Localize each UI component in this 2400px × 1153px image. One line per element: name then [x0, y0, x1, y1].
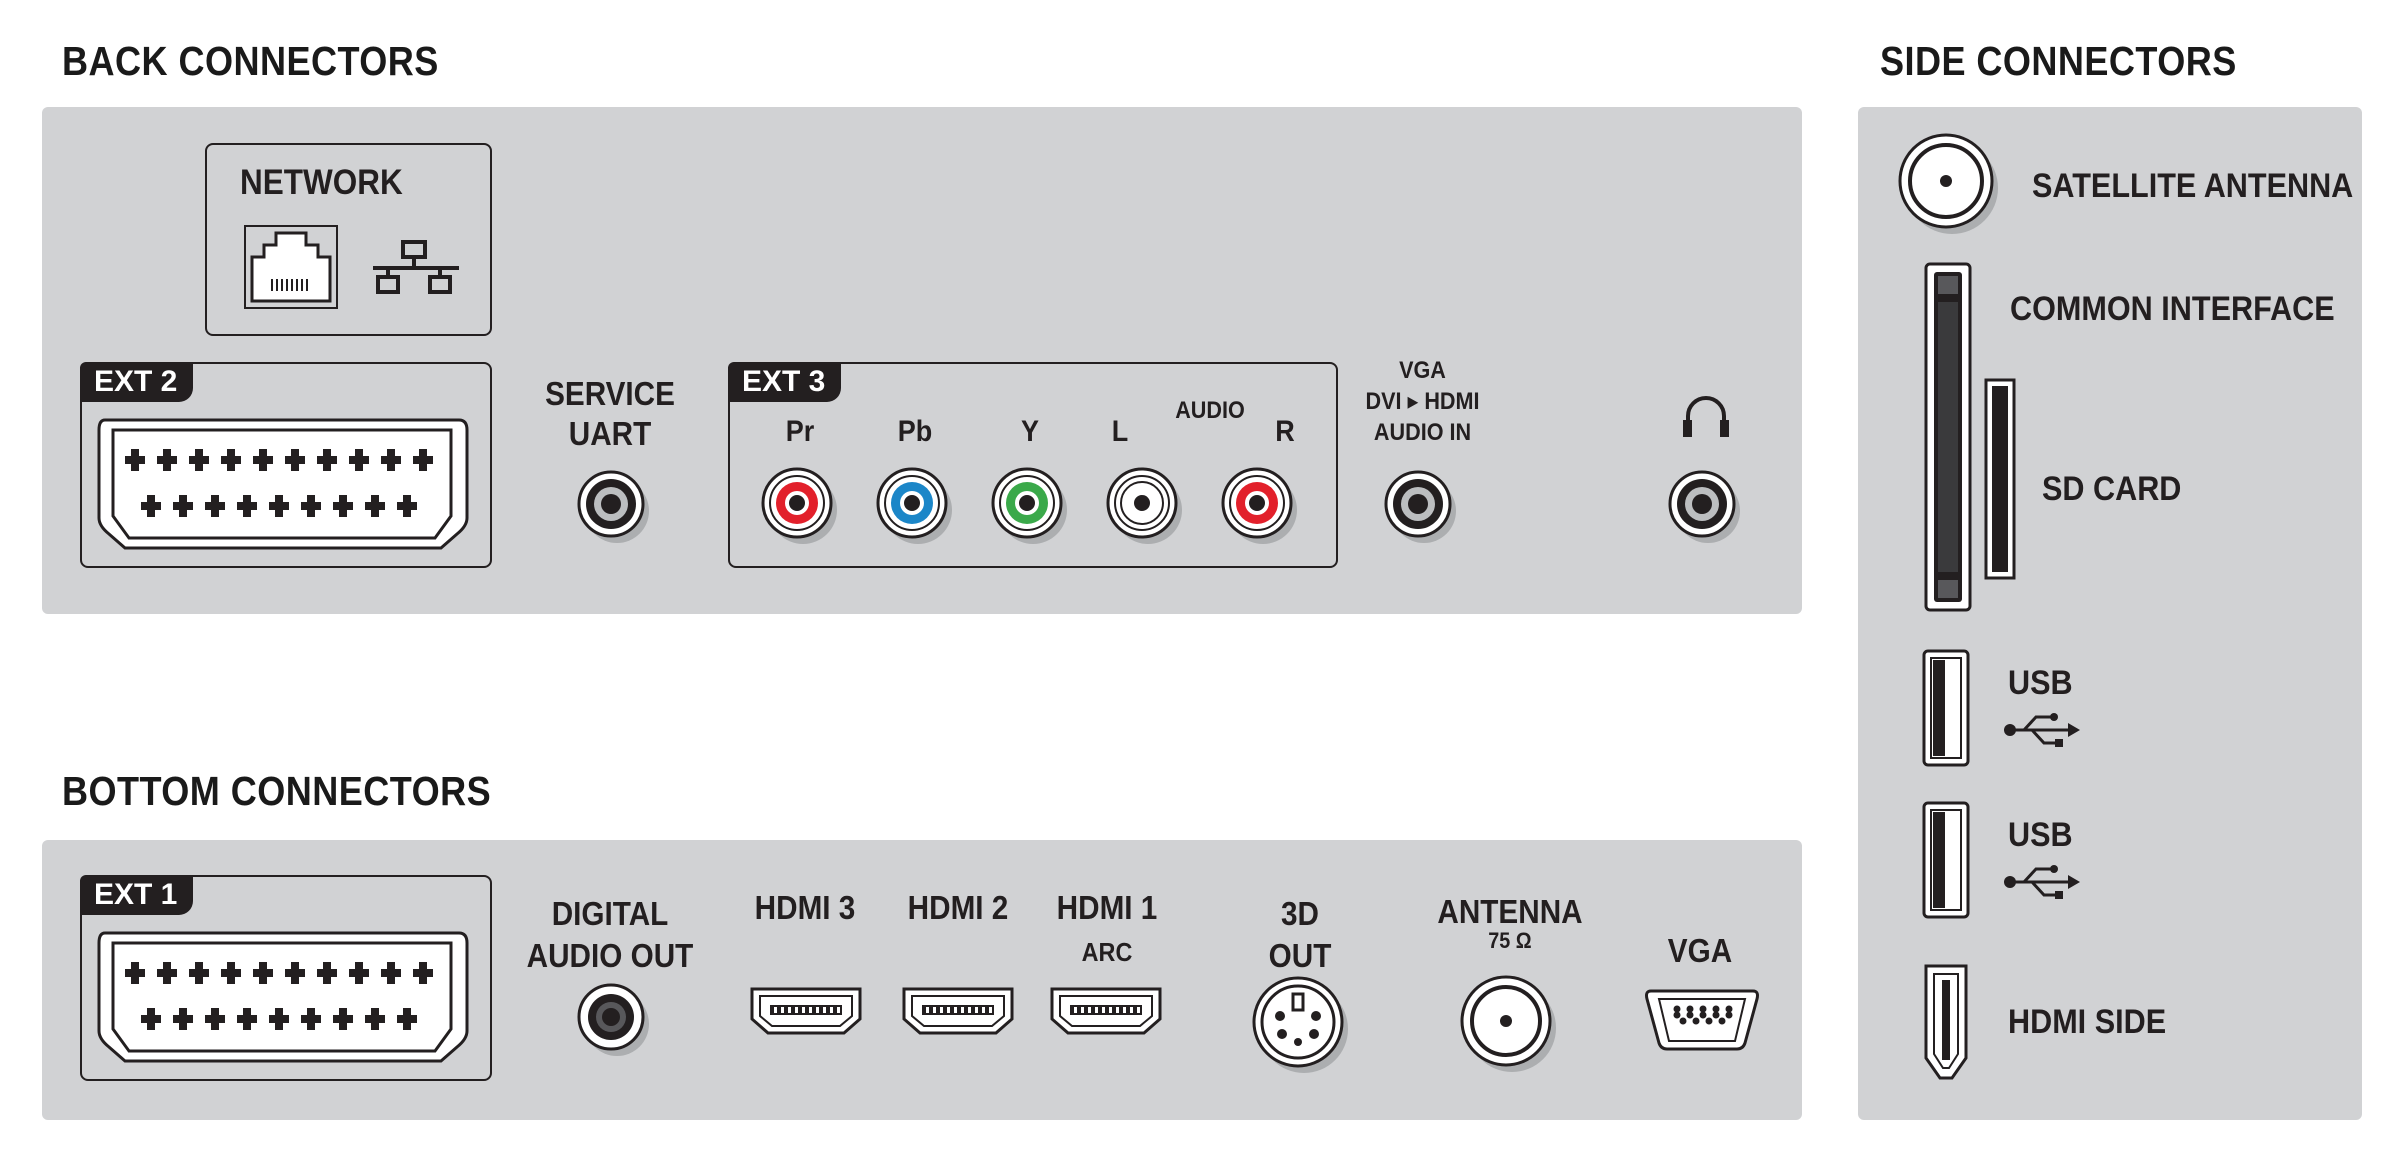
- headphone-jack[interactable]: [1666, 468, 1746, 548]
- sd-card-slot[interactable]: [1984, 378, 2018, 582]
- digital-audio-line2: AUDIO OUT: [526, 937, 694, 974]
- network-box: [205, 143, 492, 336]
- service-label: SERVICE UART: [538, 374, 682, 454]
- hdmi-side-port[interactable]: [1922, 962, 1976, 1082]
- hdmi2-label: HDMI 2: [907, 889, 1009, 926]
- headphones-icon: [1683, 396, 1729, 437]
- r-label: R: [1275, 415, 1295, 448]
- hdmi3-port[interactable]: [748, 985, 866, 1037]
- service-label-line1: SERVICE: [545, 375, 675, 412]
- antenna-coax-port[interactable]: [1460, 975, 1560, 1075]
- pb-label: Pb: [897, 415, 933, 448]
- usb-port-1[interactable]: [1921, 648, 1975, 770]
- ext1-box: [80, 875, 492, 1081]
- 3d-out-line1: 3D: [1281, 895, 1319, 932]
- vga-audio-line1: VGA: [1399, 357, 1446, 384]
- y-label: Y: [1020, 415, 1039, 448]
- antenna-label: ANTENNA: [1437, 893, 1583, 930]
- ext3-box: [728, 362, 1338, 568]
- 3d-out-label: 3D OUT: [1251, 893, 1350, 977]
- vga-port[interactable]: [1645, 985, 1761, 1057]
- vga-audio-line2: DVI ▸ HDMI: [1365, 388, 1480, 415]
- side-connectors-heading: SIDE CONNECTORS: [1880, 38, 2237, 84]
- network-label: NETWORK: [240, 163, 403, 202]
- satellite-antenna-label: SATELLITE ANTENNA: [2032, 167, 2354, 205]
- rca-r-jack[interactable]: [1219, 465, 1303, 549]
- ext1-label: EXT 1: [80, 875, 194, 915]
- hdmi1-port[interactable]: [1048, 985, 1166, 1037]
- vga-label: VGA: [1667, 932, 1733, 969]
- pr-label: Pr: [785, 415, 815, 448]
- audio-label: AUDIO: [1175, 397, 1245, 424]
- common-interface-slot[interactable]: [1924, 262, 1974, 614]
- sd-card-label: SD CARD: [2042, 470, 2182, 508]
- rj45-port-icon[interactable]: [244, 225, 339, 310]
- bottom-connectors-heading: BOTTOM CONNECTORS: [62, 768, 492, 814]
- network-icon: [373, 240, 459, 294]
- ext2-label: EXT 2: [80, 362, 194, 402]
- 3d-out-line2: OUT: [1268, 937, 1332, 974]
- scart-connector-ext2[interactable]: [97, 418, 469, 552]
- vga-audio-label: VGA DVI ▸ HDMI AUDIO IN: [1348, 355, 1497, 448]
- vga-audio-in-jack[interactable]: [1382, 468, 1462, 548]
- usb1-label: USB: [2008, 664, 2073, 702]
- digital-audio-line1: DIGITAL: [551, 895, 669, 932]
- service-uart-jack[interactable]: [575, 468, 655, 548]
- ext2-box: [80, 362, 492, 568]
- usb-port-2[interactable]: [1921, 800, 1975, 922]
- usb-icon: [2004, 865, 2080, 899]
- arc-label: ARC: [1081, 937, 1133, 967]
- 3d-out-mini-din-port[interactable]: [1252, 976, 1352, 1076]
- hdmi3-label: HDMI 3: [754, 889, 856, 926]
- back-connectors-heading: BACK CONNECTORS: [62, 38, 439, 84]
- hdmi2-port[interactable]: [900, 985, 1018, 1037]
- l-label: L: [1111, 415, 1129, 448]
- service-label-line2: UART: [568, 415, 652, 452]
- usb-icon: [2004, 713, 2080, 747]
- hdmi-side-label: HDMI SIDE: [2008, 1003, 2167, 1041]
- rca-pr-jack[interactable]: [759, 465, 843, 549]
- ext3-label: EXT 3: [728, 362, 842, 402]
- rca-y-jack[interactable]: [989, 465, 1073, 549]
- digital-audio-out-jack[interactable]: [575, 981, 655, 1061]
- vga-audio-line3: AUDIO IN: [1373, 419, 1472, 446]
- usb2-label: USB: [2008, 816, 2073, 854]
- rca-pb-jack[interactable]: [874, 465, 958, 549]
- satellite-antenna-port[interactable]: [1898, 133, 2008, 243]
- hdmi1-label: HDMI 1: [1056, 889, 1158, 926]
- rca-l-jack[interactable]: [1104, 465, 1188, 549]
- antenna-ohms-label: 75 Ω: [1488, 928, 1532, 953]
- scart-connector-ext1[interactable]: [97, 931, 469, 1065]
- digital-audio-out-label: DIGITAL AUDIO OUT: [520, 893, 700, 977]
- common-interface-label: COMMON INTERFACE: [2010, 290, 2335, 328]
